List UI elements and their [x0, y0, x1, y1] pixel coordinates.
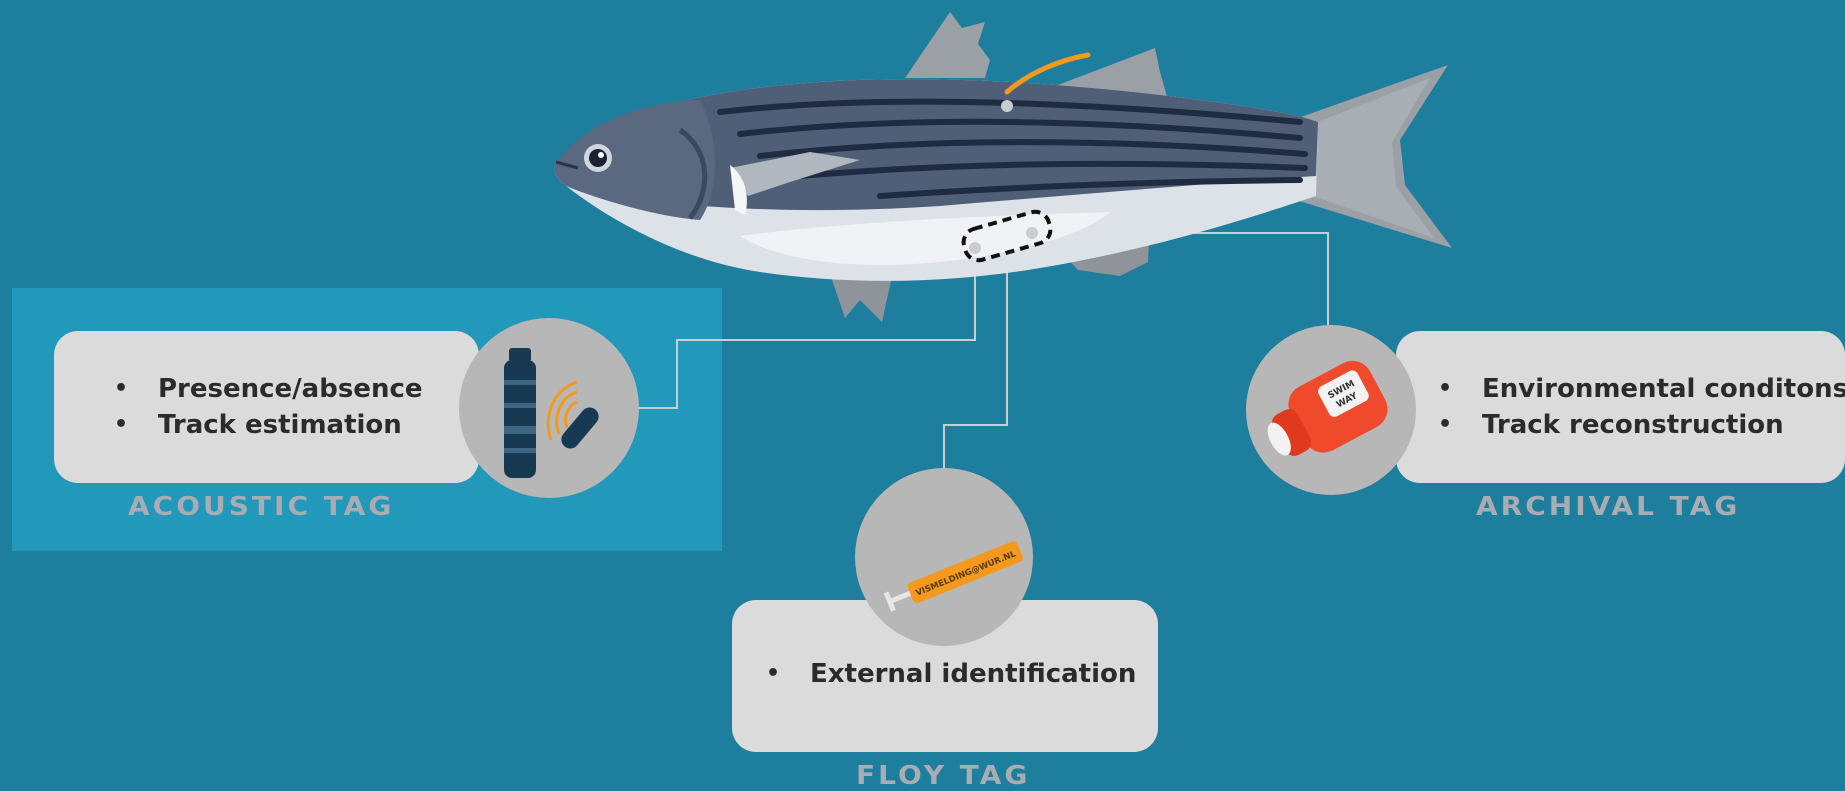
acoustic-receiver-and-transmitter-icon [459, 318, 639, 498]
archival-data-logger-icon: SWIM WAY [1246, 325, 1416, 495]
archival-tag-label: ARCHIVAL TAG [1476, 491, 1740, 521]
floy-icon-circle: VISMELDING@WUR.NL [855, 468, 1033, 646]
floy-tag-label: FLOY TAG [856, 760, 1030, 790]
acoustic-bullet-presence: Presence/absence [114, 371, 479, 407]
acoustic-tag-card: Presence/absence Track estimation [54, 331, 479, 483]
floy-tag-text: VISMELDING@WUR.NL [914, 549, 1018, 599]
acoustic-bullet-track: Track estimation [114, 407, 479, 443]
acoustic-icon-circle [459, 318, 639, 498]
acoustic-tag-bullets: Presence/absence Track estimation [114, 371, 479, 443]
floy-tag-icon: VISMELDING@WUR.NL [855, 468, 1033, 646]
archival-bullet-track: Track reconstruction [1438, 407, 1845, 443]
acoustic-tag-label: ACOUSTIC TAG [128, 491, 394, 521]
archival-bullet-environmental: Environmental conditons [1438, 371, 1845, 407]
floy-tag-bullets: External identification [766, 656, 1158, 692]
striped-bass-fish-icon [554, 12, 1452, 322]
archival-icon-circle: SWIM WAY [1246, 325, 1416, 495]
archival-tag-bullets: Environmental conditons Track reconstruc… [1438, 371, 1845, 443]
floy-bullet-identification: External identification [766, 656, 1158, 692]
archival-tag-card: Environmental conditons Track reconstruc… [1396, 331, 1845, 483]
